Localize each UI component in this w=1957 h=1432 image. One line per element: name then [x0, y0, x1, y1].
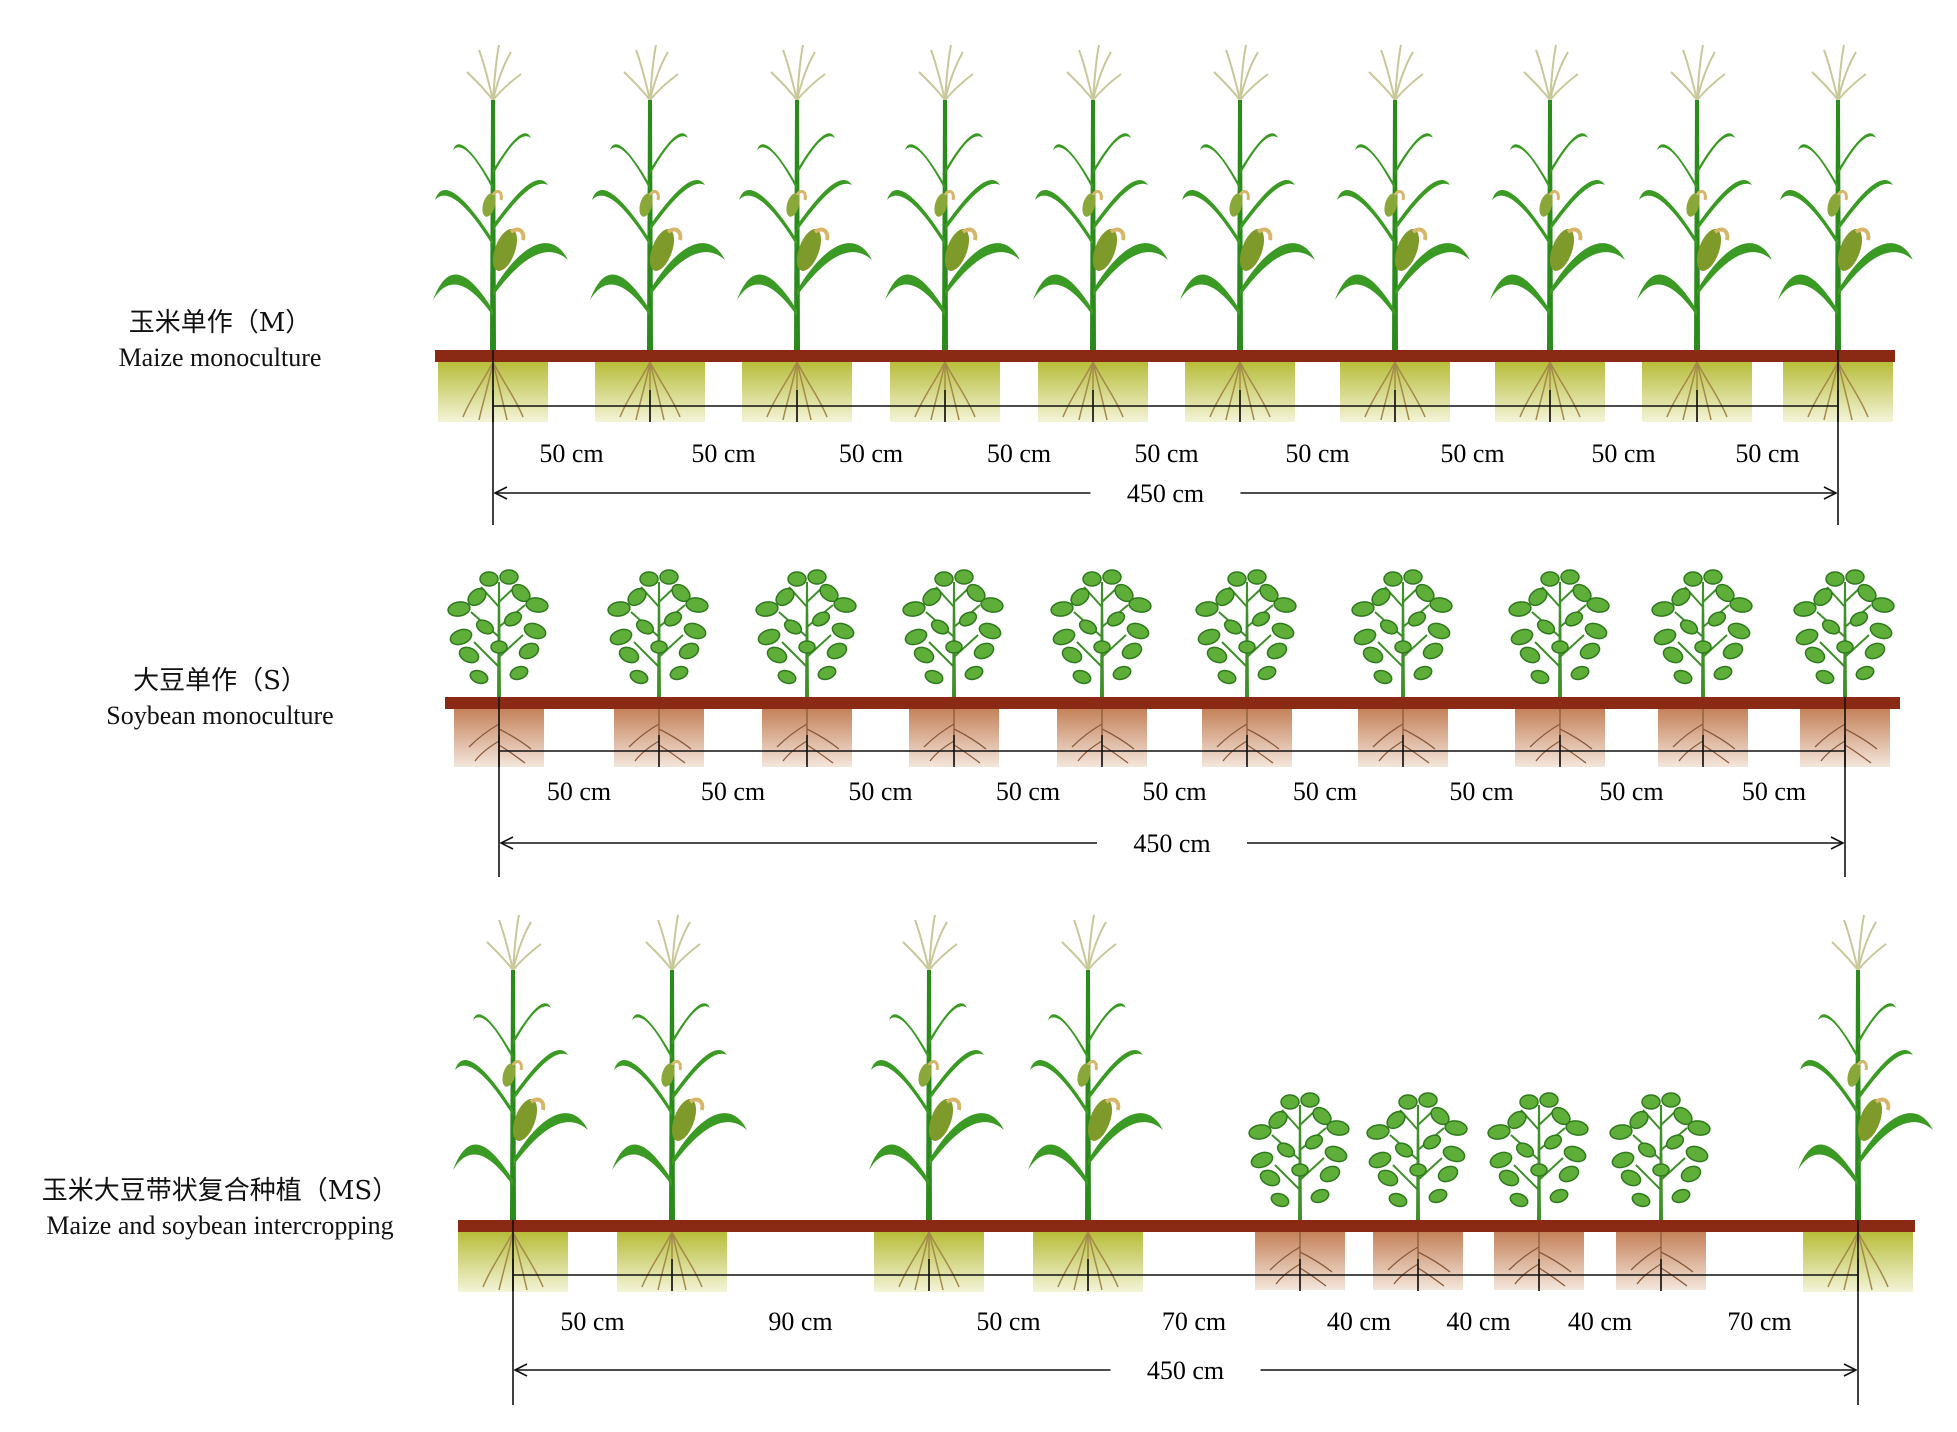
- spacing-label: 50 cm: [1591, 439, 1655, 468]
- spacing-label: 50 cm: [560, 1307, 624, 1336]
- total-width-label: 450 cm: [1127, 479, 1204, 508]
- soil-bar: [445, 697, 1900, 709]
- spacing-label: 40 cm: [1327, 1307, 1391, 1336]
- maize-plant-icon: [451, 913, 590, 1222]
- maize-plant-icon: [1178, 43, 1317, 352]
- soybean-plant-icon: [1349, 569, 1455, 698]
- maize-plant-icon: [431, 43, 570, 352]
- spacing-label: 50 cm: [1735, 439, 1799, 468]
- spacing-label: 70 cm: [1162, 1307, 1226, 1336]
- soybean-plant-icon: [753, 569, 859, 698]
- soybean-plant-icon: [900, 569, 1006, 698]
- panel-s: 50 cm 50 cm 50 cm 50 cm 50 cm 50 cm 50 cm 50 cm…: [445, 569, 1900, 877]
- panel-s-label-en: Soybean monoculture: [106, 701, 334, 730]
- spacing-label: 50 cm: [1440, 439, 1504, 468]
- panel-ms: 50 cm 90 cm 50 cm 70 cm 40 cm 40 cm 40 cm 70 cm…: [451, 913, 1935, 1405]
- spacing-label: 50 cm: [1293, 777, 1357, 806]
- spacing-label: 50 cm: [1449, 777, 1513, 806]
- spacing-label: 40 cm: [1568, 1307, 1632, 1336]
- soybean-plant-icon: [445, 569, 551, 698]
- spacing-label: 40 cm: [1446, 1307, 1510, 1336]
- maize-plant-icon: [735, 43, 874, 352]
- spacing-label: 50 cm: [976, 1307, 1040, 1336]
- panel-ms-label: 玉米大豆带状复合种植（MS） Maize and soybean intercr…: [0, 1170, 440, 1241]
- soybean-plant-icon: [1364, 1092, 1470, 1221]
- panel-m: 50 cm 50 cm 50 cm 50 cm 50 cm 50 cm 50 cm 50 cm…: [431, 43, 1915, 525]
- panel-m-label-en: Maize monoculture: [118, 343, 322, 372]
- spacing-label: 50 cm: [1285, 439, 1349, 468]
- spacing-label: 50 cm: [539, 439, 603, 468]
- spacing-label: 50 cm: [1742, 777, 1806, 806]
- maize-plant-icon: [1488, 43, 1627, 352]
- spacing-label: 50 cm: [848, 777, 912, 806]
- spacing-label: 50 cm: [839, 439, 903, 468]
- maize-plant-icon: [1026, 913, 1165, 1222]
- total-width-label: 450 cm: [1147, 1356, 1224, 1385]
- panel-s-label: 大豆单作（S） Soybean monoculture: [0, 660, 440, 731]
- maize-plant-icon: [1333, 43, 1472, 352]
- spacing-label: 50 cm: [1134, 439, 1198, 468]
- panel-ms-label-en: Maize and soybean intercropping: [46, 1211, 394, 1240]
- spacing-label: 50 cm: [691, 439, 755, 468]
- spacing-label: 50 cm: [547, 777, 611, 806]
- soybean-plant-icon: [1246, 1092, 1352, 1221]
- spacing-label: 50 cm: [1142, 777, 1206, 806]
- spacing-label: 50 cm: [1599, 777, 1663, 806]
- soybean-plant-icon: [1506, 569, 1612, 698]
- spacing-label: 50 cm: [996, 777, 1060, 806]
- soybean-plant-icon: [1649, 569, 1755, 698]
- spacing-label: 50 cm: [987, 439, 1051, 468]
- soybean-plant-icon: [605, 569, 711, 698]
- spacing-label: 70 cm: [1727, 1307, 1791, 1336]
- panel-m-label-cn: 玉米单作（M）: [128, 308, 312, 338]
- soybean-plant-icon: [1485, 1092, 1591, 1221]
- soil-bar: [435, 350, 1895, 362]
- maize-plant-icon: [1776, 43, 1915, 352]
- panel-ms-label-cn: 玉米大豆带状复合种植（MS）: [41, 1176, 399, 1206]
- soybean-plant-icon: [1791, 569, 1897, 698]
- maize-plant-icon: [610, 913, 749, 1222]
- panel-s-label-cn: 大豆单作（S）: [133, 666, 307, 696]
- total-width-label: 450 cm: [1133, 829, 1210, 858]
- maize-plant-icon: [883, 43, 1022, 352]
- maize-plant-icon: [867, 913, 1006, 1222]
- soybean-plant-icon: [1048, 569, 1154, 698]
- spacing-label: 90 cm: [768, 1307, 832, 1336]
- maize-plant-icon: [1031, 43, 1170, 352]
- soybean-plant-icon: [1193, 569, 1299, 698]
- maize-plant-icon: [588, 43, 727, 352]
- soil-bar: [458, 1220, 1915, 1232]
- maize-plant-icon: [1796, 913, 1935, 1222]
- soybean-plant-icon: [1607, 1092, 1713, 1221]
- maize-plant-icon: [1635, 43, 1774, 352]
- spacing-label: 50 cm: [701, 777, 765, 806]
- panel-m-label: 玉米单作（M） Maize monoculture: [0, 302, 440, 373]
